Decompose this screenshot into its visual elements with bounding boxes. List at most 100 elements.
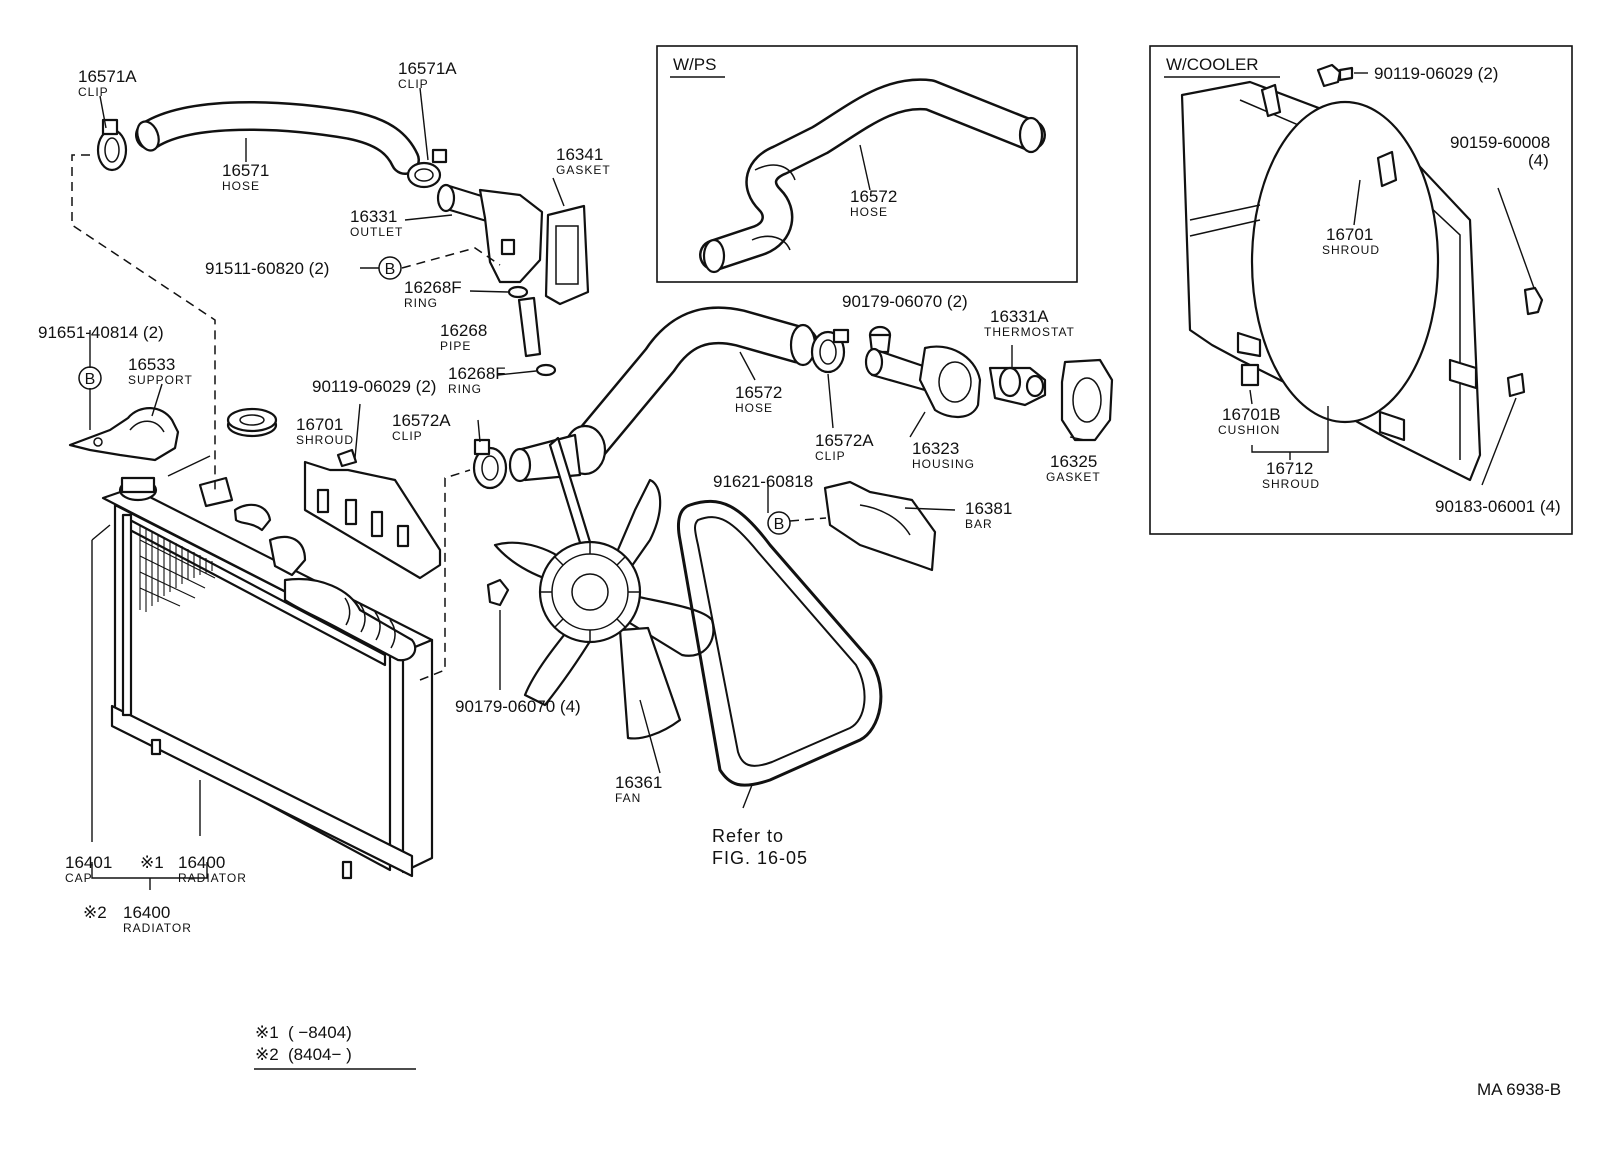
part-number: 16571A — [398, 59, 457, 78]
part-number: 16323 — [912, 439, 959, 458]
label-16361: 16361 FAN — [615, 773, 662, 805]
part-name: HOSE — [222, 179, 260, 193]
part-name: CLIP — [815, 449, 846, 463]
part-number: 16331A — [990, 307, 1049, 326]
label-16571a-left: 16571A CLIP — [78, 67, 137, 99]
label-16400-2: ※2 16400 RADIATOR — [83, 903, 192, 935]
clip-16571a-left — [96, 118, 128, 172]
part-number: 16361 — [615, 773, 662, 792]
label-16323: 16323 HOUSING — [912, 439, 975, 471]
drive-belt — [676, 499, 883, 809]
rings-pipe-16268 — [469, 285, 557, 377]
hose-16571 — [135, 101, 420, 175]
thermostat-16331a — [988, 345, 1047, 407]
clip-16572a-right — [810, 328, 850, 374]
cooler-title: W/COOLER — [1166, 55, 1259, 74]
label-91651: 91651-40814 (2) — [38, 323, 164, 342]
part-name: HOUSING — [912, 457, 975, 471]
label-refer: Refer to FIG. 16-05 — [712, 826, 808, 868]
label-16401: 16401 CAP — [65, 853, 112, 885]
label-91621: 91621-60818 — [713, 472, 813, 491]
wps-inset: W/PS 16572 HOSE — [656, 45, 1078, 283]
refer-line-1: Refer to — [712, 826, 784, 846]
part-name: GASKET — [1046, 470, 1101, 484]
shroud-16701-left — [303, 403, 442, 580]
part-number: 16381 — [965, 499, 1012, 518]
part-mark: ※1 — [140, 853, 164, 872]
cooler-16712-name: SHROUD — [1262, 477, 1320, 491]
note-1-text: ( −8404) — [288, 1023, 352, 1042]
note-1-mark: ※1 — [255, 1023, 279, 1042]
applicability-notes: ※1 ( −8404) ※2 (8404− ) — [254, 1023, 416, 1070]
label-91511: 91511-60820 (2) — [205, 259, 329, 278]
part-name: HOSE — [850, 205, 888, 219]
wps-title: W/PS — [673, 55, 716, 74]
cooler-16701b-number: 16701B — [1222, 405, 1281, 424]
radiator-16400 — [101, 476, 434, 880]
radiator-cap-16401 — [167, 407, 278, 477]
label-90179-upper: 90179-06070 (2) — [842, 292, 968, 311]
cooler-inset: W/COOLER 90119-06029 (2) 90159-60008 — [1149, 45, 1573, 535]
part-name: CLIP — [392, 429, 423, 443]
label-16325: 16325 GASKET — [1046, 452, 1101, 484]
part-number: 91511-60820 (2) — [205, 259, 329, 278]
label-16571: 16571 HOSE — [222, 161, 269, 193]
label-16572a-left: 16572A CLIP — [392, 411, 451, 443]
part-number: 16572A — [392, 411, 451, 430]
label-16331a: 16331A THERMOSTAT — [984, 307, 1074, 339]
clip-16571a-right — [406, 148, 448, 189]
part-name: RADIATOR — [178, 871, 247, 885]
part-name: FAN — [615, 791, 641, 805]
bolt-marker-b-2-text: B — [85, 371, 96, 388]
part-name: CLIP — [398, 77, 429, 91]
part-number: 16400 — [123, 903, 170, 922]
label-16268f-upper: 16268F RING — [404, 278, 462, 310]
bolt-marker-b-3-text: B — [774, 516, 785, 533]
drawing-code: MA 6938-B — [1477, 1080, 1561, 1099]
part-number: 16268F — [448, 364, 506, 383]
bolt-marker-b-1-text: B — [385, 261, 396, 278]
refer-line-2: FIG. 16-05 — [712, 848, 808, 868]
cooler-16712-number: 16712 — [1266, 459, 1313, 478]
clip-16572a-left — [472, 438, 508, 490]
cooler-16701-name: SHROUD — [1322, 243, 1380, 257]
cooler-90183-number: 90183-06001 (4) — [1435, 497, 1561, 516]
part-number: 16331 — [350, 207, 397, 226]
part-name: RADIATOR — [123, 921, 192, 935]
label-16572a-right: 16572A CLIP — [815, 431, 874, 463]
part-name: OUTLET — [350, 225, 403, 239]
part-number: 90179-06070 (4) — [455, 697, 581, 716]
note-2-mark: ※2 — [255, 1045, 279, 1064]
part-name: CLIP — [78, 85, 109, 99]
cooler-16701b-name: CUSHION — [1218, 423, 1280, 437]
part-number: 16572A — [815, 431, 874, 450]
part-number: 16341 — [556, 145, 603, 164]
bolt-90179-lower — [486, 578, 510, 690]
bolt-marker-b-3: B — [767, 511, 791, 535]
part-number: 16268F — [404, 278, 462, 297]
label-90119-left: 90119-06029 (2) — [312, 377, 436, 396]
label-16571a-right: 16571A CLIP — [398, 59, 457, 91]
bolt-marker-91621 — [767, 480, 827, 522]
dashed-connectors — [71, 154, 501, 681]
label-16381: 16381 BAR — [965, 499, 1012, 531]
part-name: SUPPORT — [128, 373, 193, 387]
gasket-16325 — [1060, 358, 1114, 442]
label-16701-left: 16701 SHROUD — [296, 415, 353, 447]
part-number: 16325 — [1050, 452, 1097, 471]
hose-16572 — [508, 306, 819, 483]
fan-16361 — [493, 436, 715, 740]
label-16400-1: ※1 16400 RADIATOR — [140, 853, 247, 885]
label-16268f-lower: 16268F RING — [448, 364, 506, 396]
part-name: RING — [404, 296, 438, 310]
part-name: PIPE — [440, 339, 471, 353]
part-number: 90119-06029 (2) — [312, 377, 436, 396]
part-number: 16400 — [178, 853, 225, 872]
label-16533: 16533 SUPPORT — [128, 355, 193, 387]
bolt-90179-upper — [868, 325, 892, 354]
part-number: 16571A — [78, 67, 137, 86]
label-16572-main: 16572 HOSE — [735, 383, 782, 415]
part-number: 16401 — [65, 853, 112, 872]
bar-16381 — [823, 480, 956, 572]
part-number: 16572 — [850, 187, 897, 206]
